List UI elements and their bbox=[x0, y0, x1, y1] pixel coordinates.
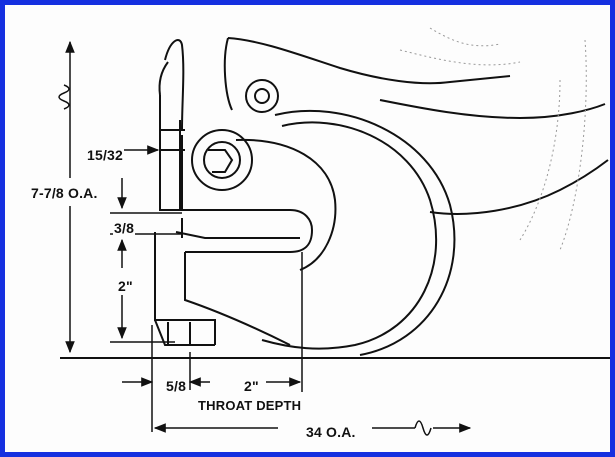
upper-offset-label: 15/32 bbox=[86, 147, 125, 163]
lower-height-dim bbox=[110, 238, 175, 343]
throat-depth-caption: THROAT DEPTH bbox=[197, 398, 303, 414]
offset-bottom-label: 5/8 bbox=[165, 378, 188, 394]
background-sketch bbox=[399, 27, 587, 251]
punch-tool-drawing bbox=[58, 27, 610, 436]
throat-width-label: 2" bbox=[243, 378, 260, 394]
overall-height-dim bbox=[58, 40, 75, 354]
overall-length-dim bbox=[153, 420, 472, 436]
gap-label: 3/8 bbox=[113, 220, 136, 236]
housing-outline bbox=[154, 37, 609, 356]
overall-length-label: 34 O.A. bbox=[305, 424, 357, 440]
horizontal-dims bbox=[122, 252, 303, 432]
overall-height-label: 7-7/8 O.A. bbox=[30, 185, 99, 201]
lower-height-label: 2" bbox=[117, 278, 134, 294]
